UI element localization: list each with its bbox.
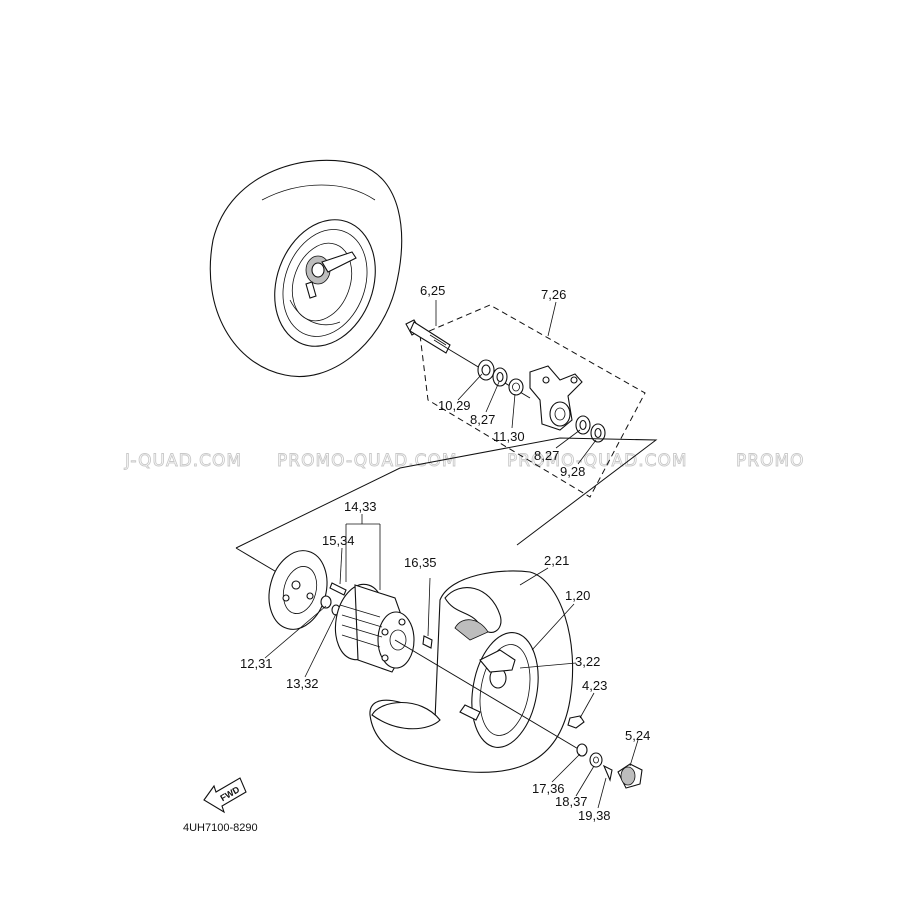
axis-line bbox=[394, 639, 581, 751]
callout-label: 4,23 bbox=[582, 678, 607, 693]
assembly-envelope bbox=[235, 437, 658, 549]
watermark-segment: PROMO-QUAD.COM bbox=[507, 451, 688, 471]
lower-wheel-illustration bbox=[369, 570, 574, 773]
callout-label: 3,22 bbox=[575, 654, 600, 669]
callout-label: 10,29 bbox=[438, 398, 471, 413]
callout-label: 16,35 bbox=[404, 555, 437, 570]
lug-stud bbox=[422, 635, 433, 649]
diagram-number: 4UH7100-8290 bbox=[183, 822, 258, 834]
callout-label: 1,20 bbox=[565, 588, 590, 603]
callout-label: 8,27 bbox=[470, 412, 495, 427]
callout-label: 13,32 bbox=[286, 676, 319, 691]
leader-lines bbox=[264, 300, 639, 809]
callout-label: 14,33 bbox=[344, 499, 377, 514]
watermark-segment: PROMO-QUAD.COM bbox=[277, 451, 458, 471]
castle-nut bbox=[589, 752, 603, 768]
callout-label: 17,36 bbox=[532, 781, 565, 796]
washer-12-31 bbox=[320, 595, 332, 609]
callout-label: 11,30 bbox=[493, 429, 525, 444]
forward-arrow-icon: FWD bbox=[203, 777, 247, 814]
upper-wheel-illustration bbox=[209, 159, 403, 377]
knuckle bbox=[529, 365, 583, 431]
callout-label: 18,37 bbox=[555, 794, 588, 809]
watermark: J-QUAD.COM PROMO-QUAD.COM PROMO-QUAD.COM… bbox=[124, 451, 805, 472]
upper-bearings bbox=[477, 359, 524, 396]
stud-bolt bbox=[329, 582, 347, 596]
callout-labels: 6,25 7,26 10,29 8,27 11,30 8,27 9,28 14,… bbox=[240, 283, 650, 823]
hub-drum bbox=[334, 583, 415, 673]
hub-nut bbox=[567, 715, 585, 729]
watermark-segment: PROMO bbox=[736, 451, 805, 471]
callout-label: 2,21 bbox=[544, 553, 569, 568]
washer-17-36 bbox=[576, 743, 588, 757]
callout-label: 5,24 bbox=[625, 728, 650, 743]
cotter-pin bbox=[602, 764, 613, 782]
watermark-segment: J-QUAD.COM bbox=[124, 451, 242, 471]
callout-label: 19,38 bbox=[578, 808, 611, 823]
callout-label: 7,26 bbox=[541, 287, 566, 302]
callout-label: 15,34 bbox=[322, 533, 355, 548]
callout-label: 9,28 bbox=[560, 464, 585, 479]
brake-plate bbox=[268, 550, 328, 630]
callout-label: 12,31 bbox=[240, 656, 273, 671]
callout-label: 8,27 bbox=[534, 448, 559, 463]
hub-cap bbox=[617, 763, 643, 789]
knuckle-bearings bbox=[575, 415, 606, 443]
callout-label: 6,25 bbox=[420, 283, 445, 298]
knuckle-enclosure bbox=[419, 304, 646, 498]
